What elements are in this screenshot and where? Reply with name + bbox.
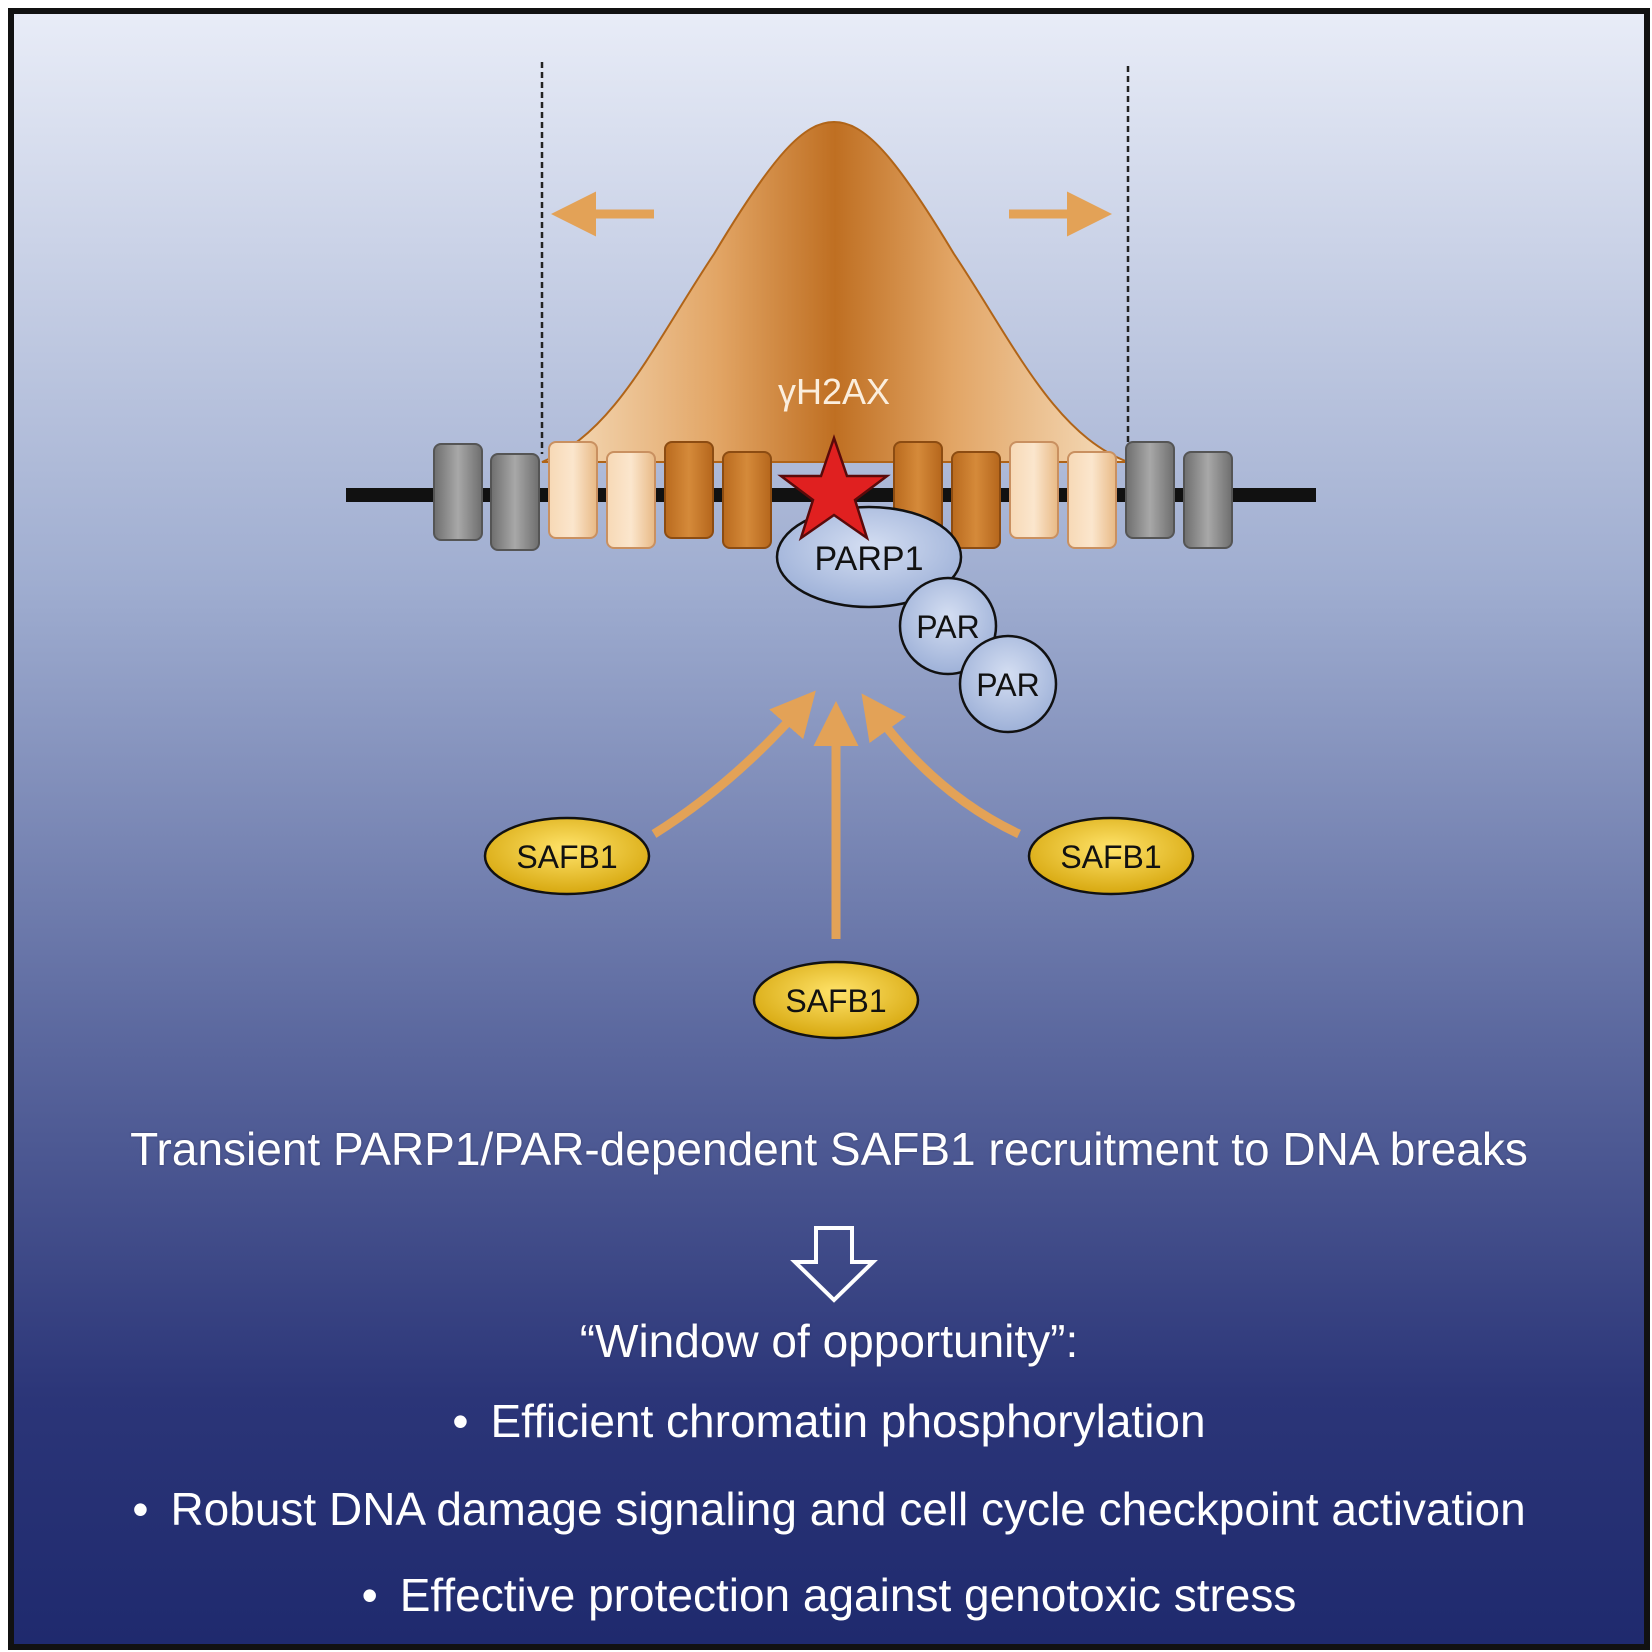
nucleosome xyxy=(1183,451,1233,549)
outcome-item: • Robust DNA damage signaling and cell cy… xyxy=(14,1482,1644,1536)
parp1-label: PARP1 xyxy=(815,540,924,578)
recruitment-arrow-left xyxy=(651,690,816,838)
h2ax-spread-peak xyxy=(541,120,1129,463)
outcome-text: Effective protection against genotoxic s… xyxy=(399,1569,1297,1621)
nucleosome xyxy=(1125,441,1175,539)
window-of-opportunity-title: “Window of opportunity”: xyxy=(579,1315,1079,1367)
nucleosome xyxy=(490,453,540,551)
nucleosome xyxy=(951,451,1001,549)
nucleosome xyxy=(722,451,772,549)
safb1-protein xyxy=(483,816,651,896)
nucleosome xyxy=(548,441,598,539)
outcome-item: • Efficient chromatin phosphorylation xyxy=(14,1394,1644,1448)
outcome-text: Robust DNA damage signaling and cell cyc… xyxy=(170,1483,1526,1535)
nucleosome xyxy=(1067,451,1117,549)
outcome-text: Efficient chromatin phosphorylation xyxy=(490,1395,1206,1447)
graphical-abstract-panel: γH2AX PARP1 PAR PAR xyxy=(8,8,1650,1650)
bullet: • xyxy=(452,1395,469,1447)
summary-text: Transient PARP1/PAR-dependent SAFB1 recr… xyxy=(130,1123,1528,1175)
safb1-label: SAFB1 xyxy=(785,983,886,1019)
nucleosome xyxy=(1009,441,1059,539)
par-label: PAR xyxy=(916,609,979,645)
dna-break-star xyxy=(777,434,891,542)
bullet: • xyxy=(132,1483,149,1535)
par-unit xyxy=(958,634,1058,734)
down-arrow-icon xyxy=(790,1226,878,1303)
nucleosome xyxy=(433,443,483,541)
nucleosome xyxy=(664,441,714,539)
gamma-h2ax-label: γH2AX xyxy=(778,371,890,412)
recruitment-arrow-right xyxy=(861,693,1021,839)
par-unit xyxy=(898,576,998,676)
safb1-protein xyxy=(1027,816,1195,896)
safb1-label: SAFB1 xyxy=(1060,839,1161,875)
chromatin-diagram: γH2AX PARP1 PAR PAR xyxy=(346,62,1316,1040)
parp1-protein xyxy=(775,505,963,609)
safb1-label: SAFB1 xyxy=(516,839,617,875)
safb1-protein xyxy=(752,960,920,1040)
nucleosome-array xyxy=(433,441,1233,551)
par-label: PAR xyxy=(976,667,1039,703)
nucleosome xyxy=(606,451,656,549)
bullet: • xyxy=(361,1569,378,1621)
outcome-item: • Effective protection against genotoxic … xyxy=(14,1568,1644,1622)
